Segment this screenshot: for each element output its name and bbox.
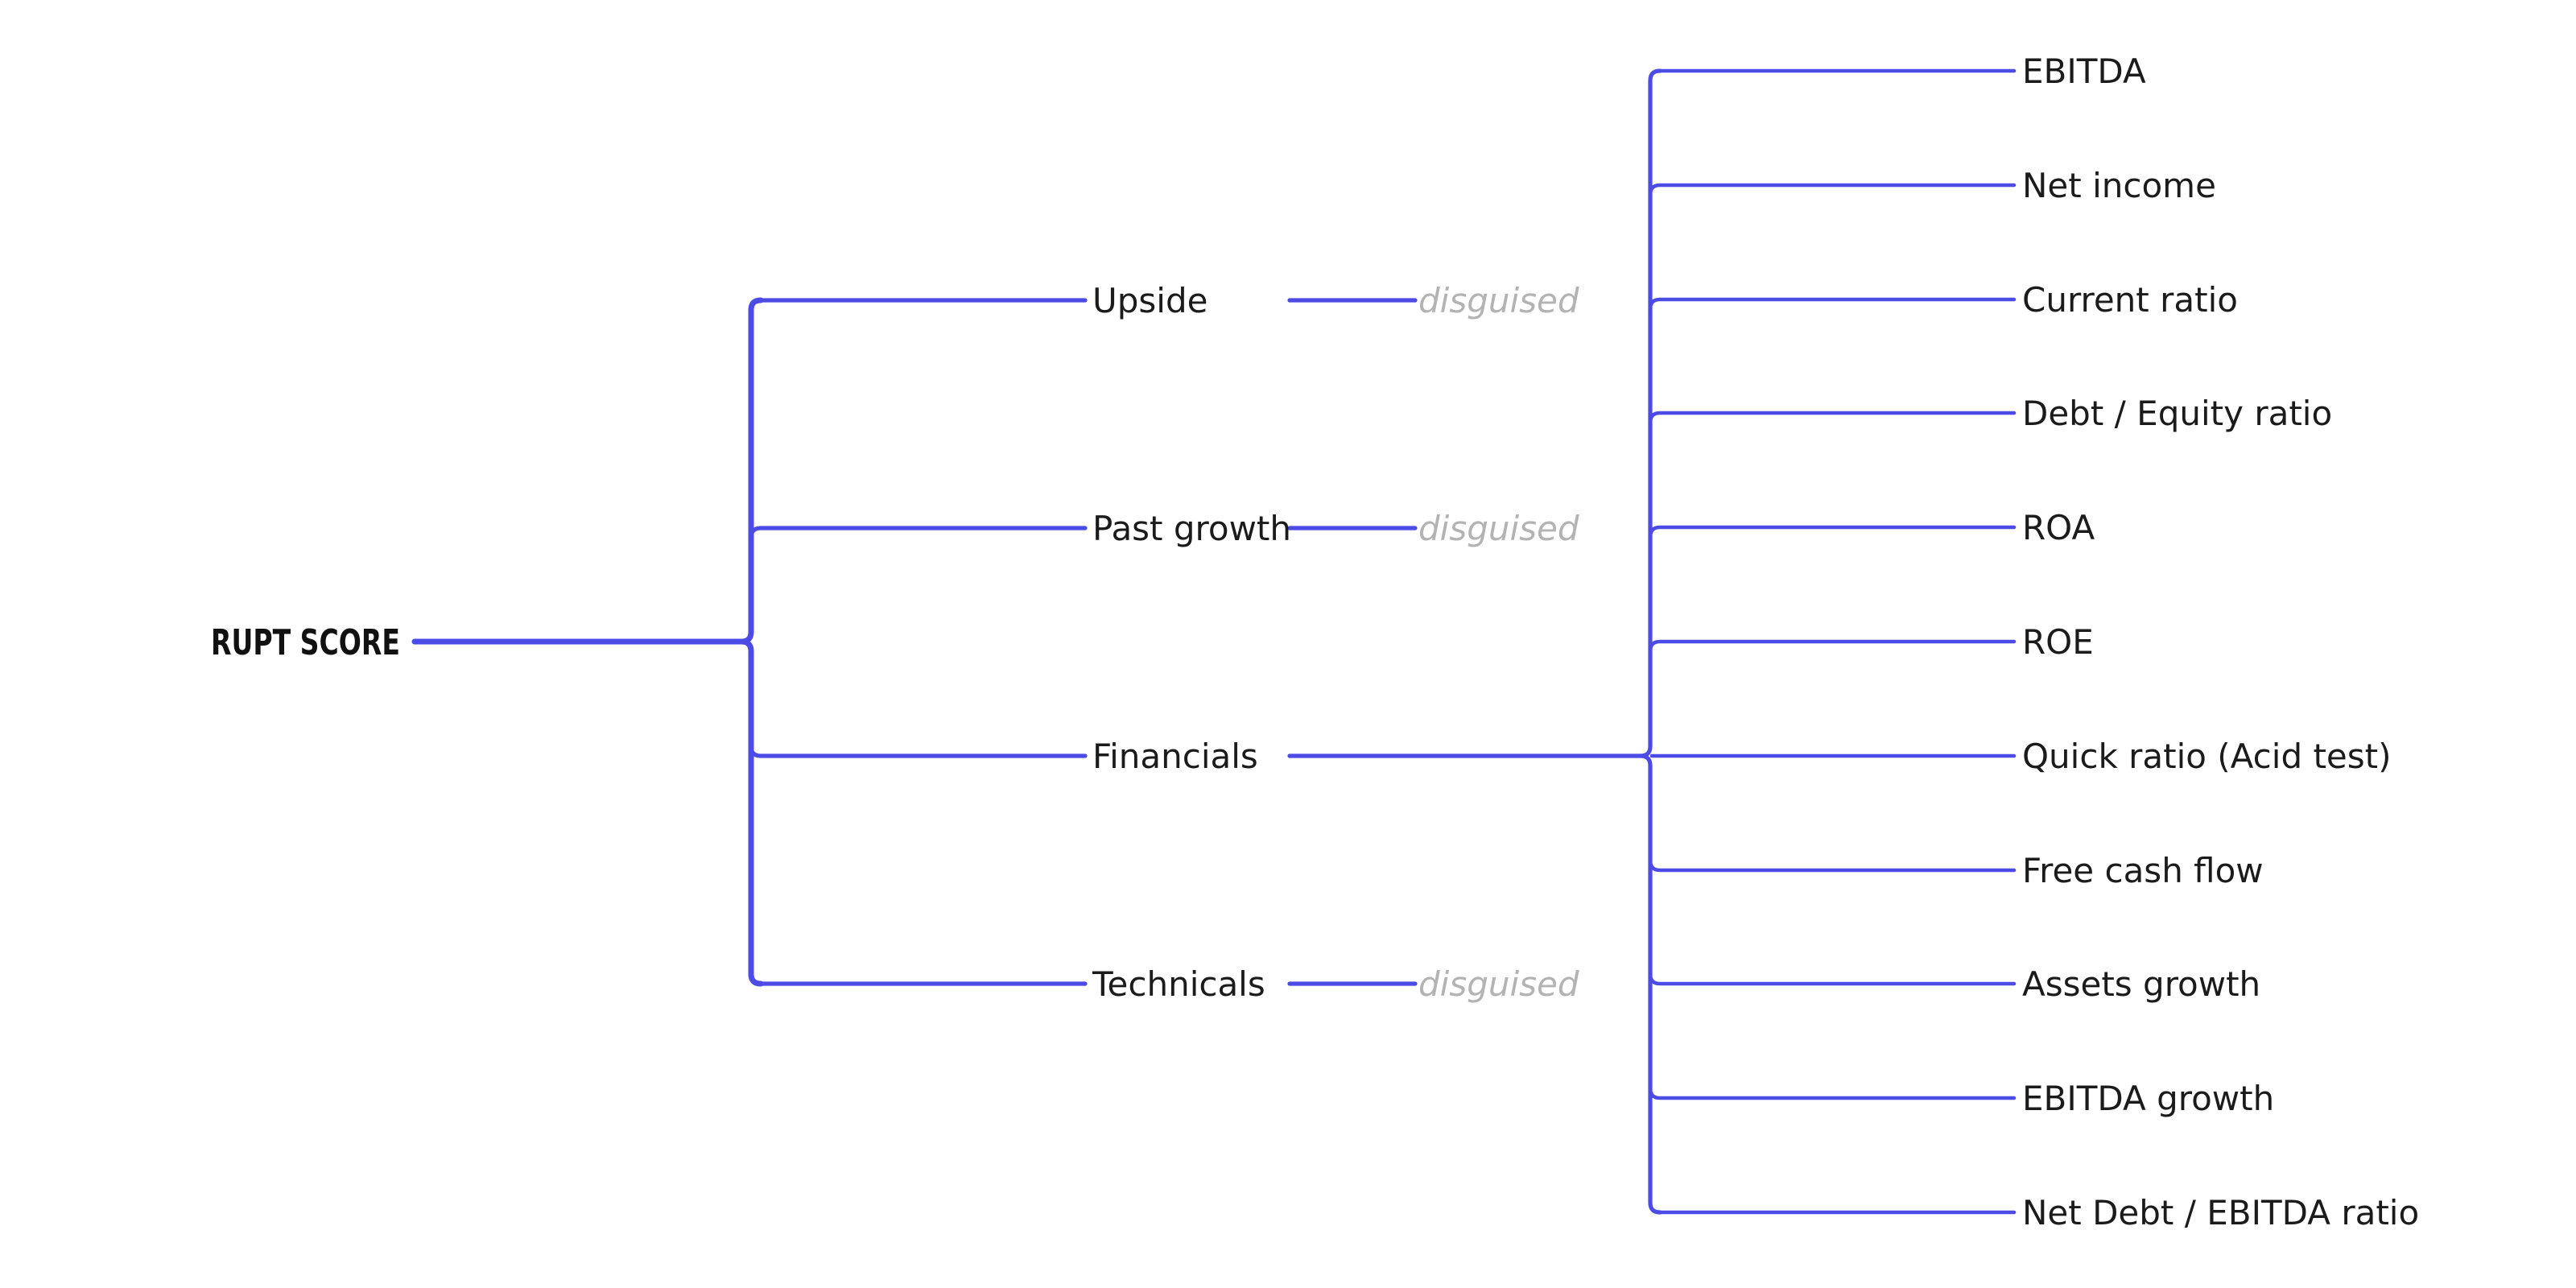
leaf-label-quick-ratio[interactable]: Quick ratio (Acid test) (2022, 737, 2392, 776)
link-layer (411, 68, 2017, 1215)
underline-leaf-roa (1648, 525, 2017, 539)
branch-label-technicals[interactable]: Technicals (1092, 964, 1265, 1004)
branch-label-upside[interactable]: Upside (1092, 281, 1208, 320)
branch-label-financials[interactable]: Financials (1092, 737, 1258, 776)
leaf-label-debt-equity[interactable]: Debt / Equity ratio (2022, 394, 2332, 433)
underline-past-growth (749, 526, 1088, 540)
underline-leaf-ebitda-growth (1648, 1086, 2017, 1100)
underline-leaf-free-cash-flow (1648, 858, 2017, 873)
leaf-label-ebitda[interactable]: EBITDA (2022, 52, 2146, 91)
spine-level2 (1638, 68, 1662, 1215)
leaf-label-net-debt-ebitda[interactable]: Net Debt / EBITDA ratio (2022, 1193, 2419, 1232)
leaf-label-free-cash-flow[interactable]: Free cash flow (2022, 851, 2264, 890)
leaf-label-net-income[interactable]: Net income (2022, 166, 2216, 205)
leaf-label-roa[interactable]: ROA (2022, 508, 2095, 547)
disguised-label-technicals[interactable]: disguised (1418, 964, 1579, 1004)
leaf-label-ebitda-growth[interactable]: EBITDA growth (2022, 1079, 2274, 1118)
disguised-label-past-growth[interactable]: disguised (1418, 509, 1579, 548)
underline-leaf-roe (1648, 639, 2017, 654)
spine-level1 (738, 297, 764, 987)
underline-leaf-assets-growth (1648, 972, 2017, 986)
leaf-label-roe[interactable]: ROE (2022, 622, 2094, 662)
underline-leaf-debt-equity (1648, 411, 2017, 425)
underline-financials (749, 744, 1088, 758)
root-label[interactable]: RUPT SCORE (211, 622, 400, 663)
underline-leaf-net-income (1648, 183, 2017, 197)
leaf-label-assets-growth[interactable]: Assets growth (2022, 964, 2260, 1004)
branch-label-past-growth[interactable]: Past growth (1092, 509, 1291, 548)
disguised-label-upside[interactable]: disguised (1418, 281, 1579, 320)
label-layer: RUPT SCORE Upside Past growth Financials… (211, 52, 2419, 1232)
underline-leaf-current-ratio (1648, 297, 2017, 312)
leaf-label-current-ratio[interactable]: Current ratio (2022, 280, 2238, 320)
